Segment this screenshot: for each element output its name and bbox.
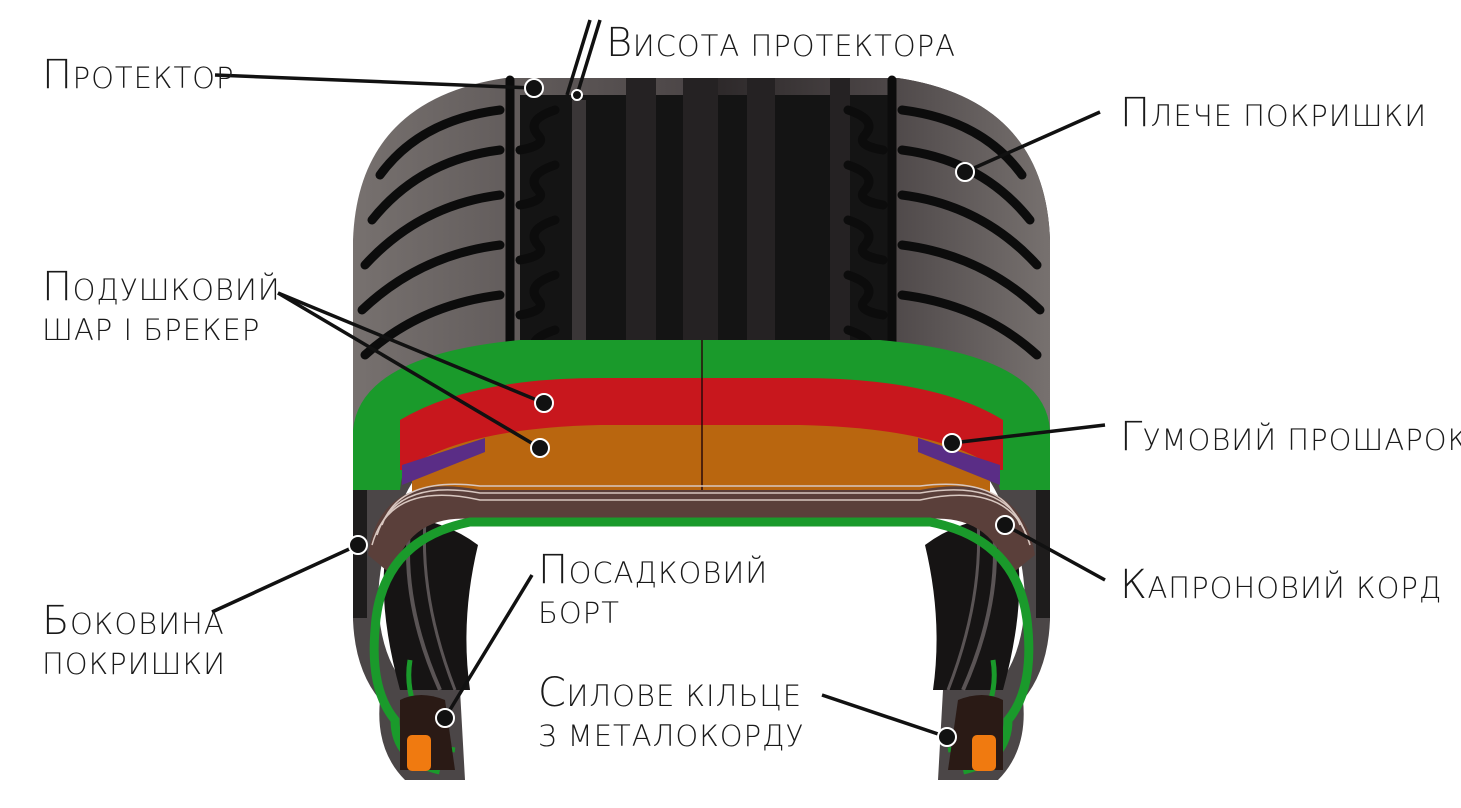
- cushion-layer: [353, 340, 1050, 490]
- leader-bead: [443, 574, 534, 719]
- nylon-cord-plies: [368, 483, 1035, 575]
- label-shoulder: ПЛЕЧЕ ПОКРИШКИ: [1120, 90, 1428, 136]
- leader-nylon: [1004, 523, 1106, 582]
- leader-lines: [211, 19, 1106, 739]
- leader-rubber: [951, 423, 1106, 445]
- inner-liner: [369, 517, 1034, 775]
- leader-ring: [821, 693, 948, 739]
- leader-cushion-1: [277, 291, 545, 405]
- label-steel-ring: СИЛОВЕ КІЛЬЦЕ З МЕТАЛОКОРДУ: [538, 670, 805, 753]
- rubber-layer-left: [402, 438, 485, 485]
- leader-tread-height-b: [565, 19, 592, 96]
- leader-dots: [348, 78, 1015, 747]
- leader-tread: [214, 73, 535, 90]
- bead-core-right: [948, 695, 1003, 771]
- leader-cushion-2: [277, 291, 541, 450]
- tread-grooves: [572, 78, 850, 356]
- label-tread-height: ВИСОТА ПРОТЕКТОРА: [606, 20, 957, 66]
- label-cushion: ПОДУШКОВИЙ ШАР І БРЕКЕР: [42, 264, 281, 347]
- label-rubber-layer: ГУМОВИЙ ПРОШАРОК: [1120, 414, 1461, 460]
- label-sidewall: БОКОВИНА ПОКРИШКИ: [42, 598, 226, 681]
- label-tread: ПРОТЕКТОР: [42, 52, 235, 98]
- leader-shoulder: [964, 110, 1101, 174]
- leader-sidewall: [211, 543, 359, 614]
- label-nylon-cord: КАПРОНОВИЙ КОРД: [1120, 562, 1443, 608]
- label-bead: ПОСАДКОВИЙ БОРТ: [538, 547, 769, 630]
- leader-tread-height-a: [575, 19, 602, 96]
- breaker-orange: [412, 425, 990, 500]
- rubber-layer-right: [918, 438, 1000, 485]
